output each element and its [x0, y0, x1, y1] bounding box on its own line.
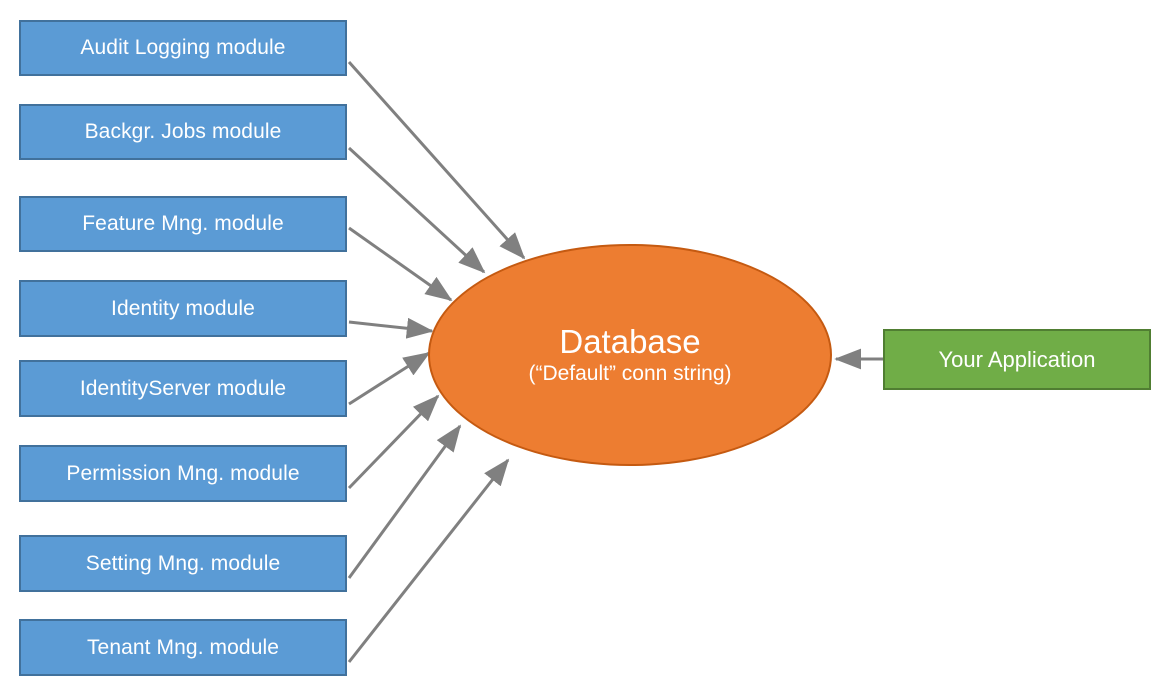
- connector-audit-logging-to-database: [347, 61, 526, 260]
- module-box-audit-logging[interactable]: Audit Logging module: [19, 20, 347, 76]
- connector-tenant-mng-to-database: [347, 458, 510, 663]
- connector-permission-mng-to-database: [347, 394, 440, 490]
- module-box-feature-mng[interactable]: Feature Mng. module: [19, 196, 347, 252]
- module-label: Backgr. Jobs module: [84, 120, 282, 143]
- database-node[interactable]: Database (“Default” conn string): [428, 244, 832, 466]
- module-label: Identity module: [111, 296, 255, 320]
- module-box-identityserver[interactable]: IdentityServer module: [19, 360, 347, 417]
- database-subtitle: (“Default” conn string): [528, 361, 732, 385]
- module-label: Setting Mng. module: [85, 551, 281, 575]
- module-box-setting-mng[interactable]: Setting Mng. module: [19, 535, 347, 592]
- module-label: Tenant Mng. module: [86, 635, 280, 659]
- connector-identityserver-to-database: [348, 351, 431, 406]
- module-box-tenant-mng[interactable]: Tenant Mng. module: [19, 619, 347, 676]
- module-label: Audit Logging module: [80, 36, 286, 59]
- module-box-permission-mng[interactable]: Permission Mng. module: [19, 445, 347, 502]
- application-label: Your Application: [938, 346, 1096, 372]
- connector-background-jobs-to-database: [347, 146, 486, 274]
- connector-setting-mng-to-database: [347, 424, 462, 579]
- connector-identity-to-database: [348, 317, 434, 339]
- application-box[interactable]: Your Application: [883, 329, 1151, 390]
- module-label: Feature Mng. module: [82, 212, 284, 235]
- module-box-background-jobs[interactable]: Backgr. Jobs module: [19, 104, 347, 160]
- module-box-identity[interactable]: Identity module: [19, 280, 347, 337]
- module-label: IdentityServer module: [79, 376, 287, 400]
- module-label: Permission Mng. module: [66, 461, 300, 485]
- database-title: Database: [559, 323, 701, 361]
- connector-feature-mng-to-database: [348, 226, 453, 302]
